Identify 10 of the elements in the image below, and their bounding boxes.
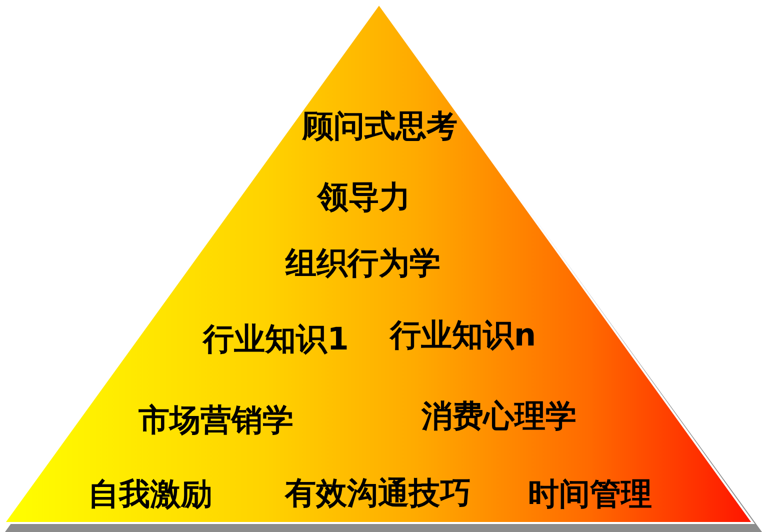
topic-label: 时间管理 (528, 480, 652, 510)
topic-label: 消费心理学 (422, 402, 576, 432)
topic-label: 顾问式思考 (302, 112, 458, 142)
topic-label: 组织行为学 (286, 248, 440, 280)
topic-label: 领导力 (318, 182, 410, 214)
topic-label: 市场营销学 (138, 406, 294, 436)
topic-label: 行业知识n (390, 320, 536, 352)
topic-label: 有效沟通技巧 (285, 478, 471, 510)
topic-label: 行业知识1 (203, 324, 349, 356)
topic-label: 自我激励 (88, 480, 212, 510)
